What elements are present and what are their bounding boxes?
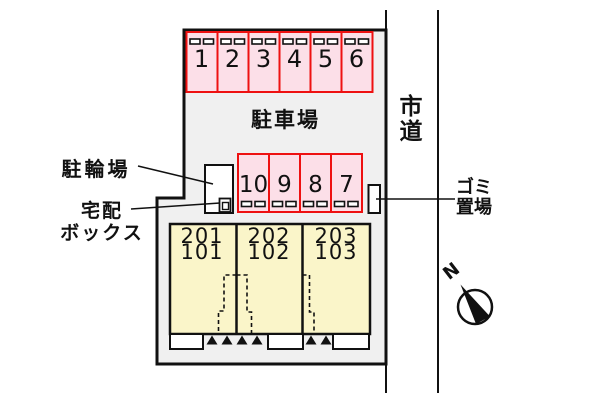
delivery-leader-line: [130, 202, 221, 210]
stall-number-2: 2: [224, 45, 241, 73]
step-triangle: [206, 335, 218, 345]
stall-number-1: 1: [193, 45, 210, 73]
wheel-stop-dash: [357, 38, 370, 45]
parking-row-middle: [237, 153, 363, 213]
wheel-stop-dash: [233, 38, 246, 45]
wheel-stop-dash: [316, 200, 328, 208]
wheel-stop-dash: [254, 200, 266, 208]
unit-lower-number: 103: [314, 240, 358, 264]
wheel-stop-dash: [333, 200, 346, 208]
step-triangle: [320, 335, 332, 345]
stall-number-7: 7: [339, 172, 354, 198]
stall-number-8: 8: [308, 172, 323, 198]
porch: [267, 333, 304, 350]
entry-path: [302, 274, 315, 334]
wheel-stop-dash: [240, 200, 253, 208]
garbage-area-label: ゴミ 置場: [456, 177, 492, 218]
step-triangle: [251, 335, 263, 345]
step-triangle: [221, 335, 233, 345]
parking-lot-label: 駐車場: [251, 108, 320, 132]
stall-number-5: 5: [317, 45, 334, 73]
stall-number-3: 3: [255, 45, 272, 73]
wheel-stop-dash: [202, 38, 215, 45]
stall-number-6: 6: [348, 45, 365, 73]
stall-number-4: 4: [286, 45, 303, 73]
wheel-stops-middle: [240, 200, 359, 208]
compass: [456, 284, 494, 326]
entry-path: [217, 274, 237, 334]
stall-number-9: 9: [277, 172, 292, 198]
bicycle-leader-line: [137, 165, 214, 185]
wheel-stop-dash: [264, 38, 277, 45]
delivery-box-label: 宅配 ボックス: [60, 200, 144, 244]
unit-upper-number: 202: [247, 224, 291, 248]
wheel-stop-dash: [251, 38, 263, 45]
entry-paths: [217, 274, 315, 334]
wheel-stop-dash: [285, 200, 297, 208]
unit-upper-number: 201: [180, 224, 224, 248]
wheel-stop-dash: [189, 38, 201, 45]
building: [168, 222, 372, 350]
entry-path: [236, 274, 253, 334]
porch: [169, 333, 204, 350]
wheel-stop-dash: [302, 200, 315, 208]
bicycle-parking-label: 駐輪場: [61, 157, 131, 181]
wheel-stop-dash: [271, 200, 284, 208]
city-road-label: 市道: [395, 94, 421, 144]
delivery-box-inner: [221, 201, 230, 211]
wheel-stop-dash: [295, 38, 308, 45]
wheel-stop-dash: [347, 200, 359, 208]
step-triangle: [305, 335, 317, 345]
compass-needle: [460, 284, 490, 324]
wheel-stop-dash: [313, 38, 325, 45]
step-triangles: [206, 335, 332, 345]
stall-number-10: 10: [238, 172, 269, 198]
wheel-stop-dash: [220, 38, 232, 45]
porch: [332, 333, 370, 350]
wheel-stop-dash: [344, 38, 356, 45]
step-triangle: [236, 335, 248, 345]
wheel-stops-top: [189, 38, 370, 45]
wheel-stop-dash: [282, 38, 294, 45]
unit-lower-number: 102: [247, 240, 291, 264]
wheel-stop-dash: [326, 38, 339, 45]
parking-row-top: [185, 31, 374, 93]
unit-upper-number: 203: [314, 224, 358, 248]
unit-lower-number: 101: [180, 240, 224, 264]
